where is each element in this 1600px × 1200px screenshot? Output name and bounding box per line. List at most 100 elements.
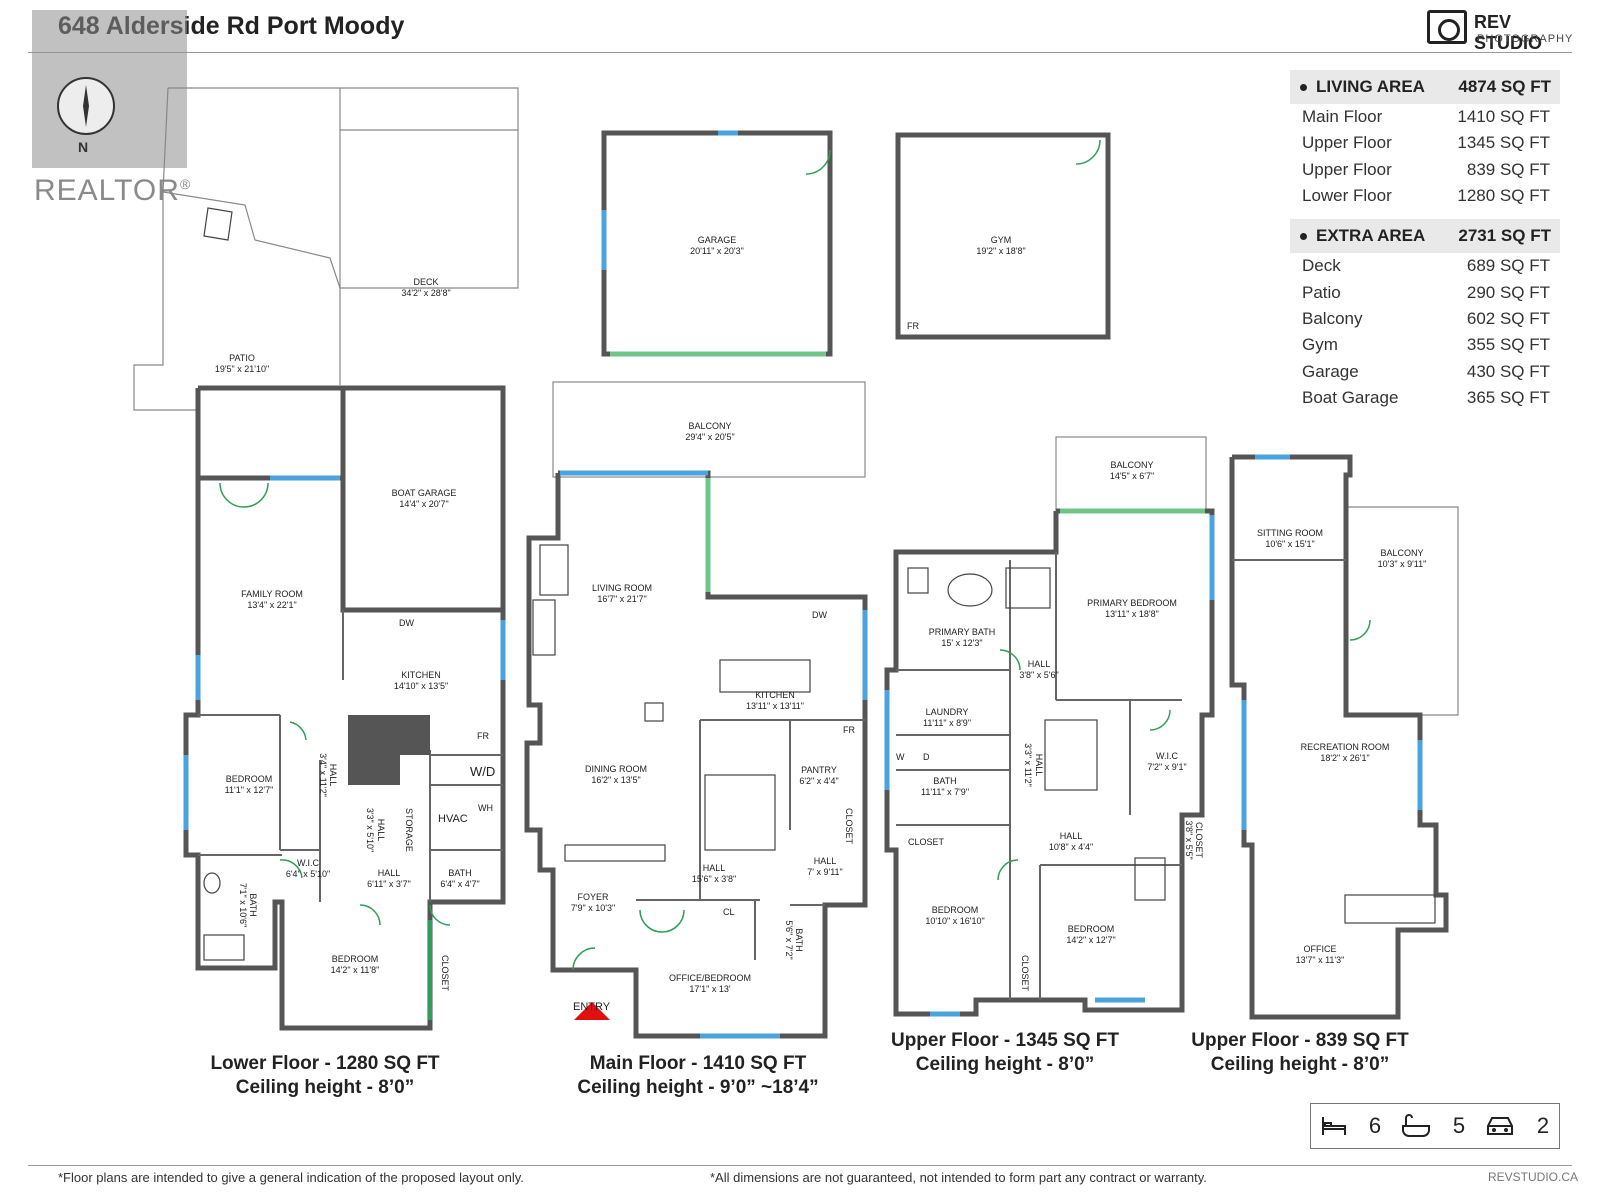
room-name: PRIMARY BATH bbox=[929, 627, 996, 637]
room-dim: 7' x 9'11" bbox=[807, 867, 843, 877]
area-row: Garage 430 SQ FT bbox=[1290, 358, 1560, 384]
room-dim: 15'6" x 3'8" bbox=[692, 874, 736, 884]
area-row-value: 602 SQ FT bbox=[1466, 308, 1550, 328]
caption-line2: Ceiling height - 8’0” bbox=[915, 1054, 1095, 1075]
room-dim: 5'6" x 7'2" bbox=[784, 920, 794, 959]
washer-label: W bbox=[896, 752, 905, 762]
water-heater-label: WH bbox=[478, 803, 493, 813]
room-name: OFFICE bbox=[1304, 944, 1337, 954]
brand-logo: REV STUDIO PHOTOGRAPHY bbox=[1427, 10, 1577, 53]
room-dim: 29'4" x 20'5" bbox=[685, 432, 734, 442]
bedrooms-count: 6 bbox=[1368, 1113, 1382, 1138]
room-name: BEDROOM bbox=[332, 954, 379, 964]
windows bbox=[183, 130, 1423, 1039]
room-name: PANTRY bbox=[801, 765, 837, 775]
doors bbox=[219, 139, 1371, 971]
room-name: RECREATION ROOM bbox=[1301, 742, 1390, 752]
dishwasher-label: DW bbox=[399, 618, 414, 628]
entry-label: ENTRY bbox=[573, 1001, 611, 1013]
room-name: PATIO bbox=[229, 353, 255, 363]
room-name: BATH bbox=[794, 928, 804, 951]
closet-label: CLOSET bbox=[1020, 955, 1030, 992]
caption-line2: Ceiling height - 8’0” bbox=[235, 1077, 415, 1098]
bedrooms-stat: 6 bbox=[1321, 1113, 1381, 1139]
area-row-name: Upper Floor bbox=[1302, 133, 1392, 153]
area-row: Patio 290 SQ FT bbox=[1290, 279, 1560, 305]
area-row-value: 1280 SQ FT bbox=[1457, 186, 1550, 206]
entry-marker bbox=[574, 1002, 610, 1020]
closet-short-label: CL bbox=[723, 907, 735, 917]
area-row-name: Patio bbox=[1302, 282, 1341, 302]
bathrooms-count: 5 bbox=[1452, 1113, 1466, 1138]
car-icon bbox=[1486, 1117, 1513, 1135]
room-dim: 6'11" x 3'7" bbox=[367, 879, 411, 889]
room-dim: 20'11" x 20'3" bbox=[690, 246, 744, 256]
room-dim: 14'10" x 13'5" bbox=[394, 681, 448, 691]
area-row-name: Lower Floor bbox=[1302, 186, 1392, 206]
room-dim: 16'2" x 13'5" bbox=[591, 775, 640, 785]
lower-floor-caption: Lower Floor - 1280 SQ FT Ceiling height … bbox=[205, 1052, 445, 1100]
room-name: SITTING ROOM bbox=[1257, 528, 1323, 538]
room-name: KITCHEN bbox=[755, 690, 795, 700]
bed-icon bbox=[1321, 1117, 1346, 1135]
room-dim: 18'2" x 26'1" bbox=[1320, 753, 1369, 763]
caption-line1: Upper Floor - 1345 SQ FT bbox=[890, 1030, 1120, 1051]
room-dim: 10'6" x 15'1" bbox=[1265, 539, 1314, 549]
room-dim: 13'4" x 22'1" bbox=[247, 600, 296, 610]
room-dim: 3'8" x 5'5" bbox=[1184, 820, 1194, 859]
room-dim: 7'1" x 10'6" bbox=[238, 883, 248, 927]
room-name: BALCONY bbox=[1380, 548, 1423, 558]
area-row-value: 430 SQ FT bbox=[1466, 361, 1550, 381]
fridge-label: FR bbox=[843, 725, 855, 735]
caption-line1: Upper Floor - 839 SQ FT bbox=[1191, 1030, 1409, 1051]
stairs bbox=[203, 207, 1436, 924]
room-name: W.I.C bbox=[297, 858, 319, 868]
room-dim: 19'2" x 18'8" bbox=[976, 246, 1025, 256]
living-area-total: 4874 SQ FT bbox=[1458, 77, 1551, 96]
caption-line2: Ceiling height - 9’0” ~18’4” bbox=[577, 1077, 819, 1098]
living-area-header: LIVING AREA 4874 SQ FT bbox=[1290, 70, 1560, 104]
room-name: W.I.C bbox=[1156, 751, 1178, 761]
area-row-value: 365 SQ FT bbox=[1466, 387, 1550, 407]
bullet-icon bbox=[1300, 84, 1307, 92]
room-dim: 6'4" x 5'10" bbox=[286, 869, 330, 879]
room-dim: 3'3" x 11'2" bbox=[1023, 743, 1033, 787]
room-name: DINING ROOM bbox=[585, 764, 647, 774]
room-name: BATH bbox=[248, 893, 258, 916]
compass-north-label: N bbox=[78, 139, 89, 155]
footer-disclaimer-dimensions: *All dimensions are not guaranteed, not … bbox=[710, 1170, 1207, 1185]
room-name: BATH bbox=[933, 776, 956, 786]
room-dim: 11'1" x 12'7" bbox=[225, 785, 274, 795]
fixtures-outlines bbox=[203, 544, 1051, 961]
area-row-value: 290 SQ FT bbox=[1466, 282, 1550, 302]
room-name: FOYER bbox=[577, 892, 609, 902]
room-dim: 16'7" x 21'7" bbox=[597, 594, 646, 604]
dishwasher-label: DW bbox=[812, 610, 827, 620]
closet-label: CLOSET bbox=[440, 955, 450, 992]
area-row-value: 1345 SQ FT bbox=[1457, 133, 1550, 153]
room-dim: 10'3" x 9'11" bbox=[1378, 559, 1427, 569]
realtor-watermark-text: REALTOR® bbox=[34, 174, 192, 207]
area-row-value: 689 SQ FT bbox=[1466, 256, 1550, 276]
room-dim: 19'5" x 21'10" bbox=[215, 364, 269, 374]
room-name: LIVING ROOM bbox=[592, 583, 652, 593]
area-row-name: Main Floor bbox=[1302, 107, 1383, 127]
room-dim: 10'8" x 4'4" bbox=[1049, 842, 1093, 852]
room-name: BEDROOM bbox=[226, 774, 273, 784]
extra-area-total: 2731 SQ FT bbox=[1458, 226, 1551, 246]
room-name: KITCHEN bbox=[401, 670, 441, 680]
footer-website: REVSTUDIO.CA bbox=[1488, 1170, 1579, 1184]
room-name: BALCONY bbox=[1110, 460, 1153, 470]
room-name: GARAGE bbox=[698, 235, 737, 245]
room-dim: 13'11" x 18'8" bbox=[1105, 609, 1159, 619]
caption-line1: Lower Floor - 1280 SQ FT bbox=[210, 1053, 440, 1074]
interior-walls bbox=[198, 552, 1346, 1000]
area-row-name: Garage bbox=[1302, 361, 1359, 381]
garage-stat: 2 bbox=[1485, 1113, 1549, 1139]
